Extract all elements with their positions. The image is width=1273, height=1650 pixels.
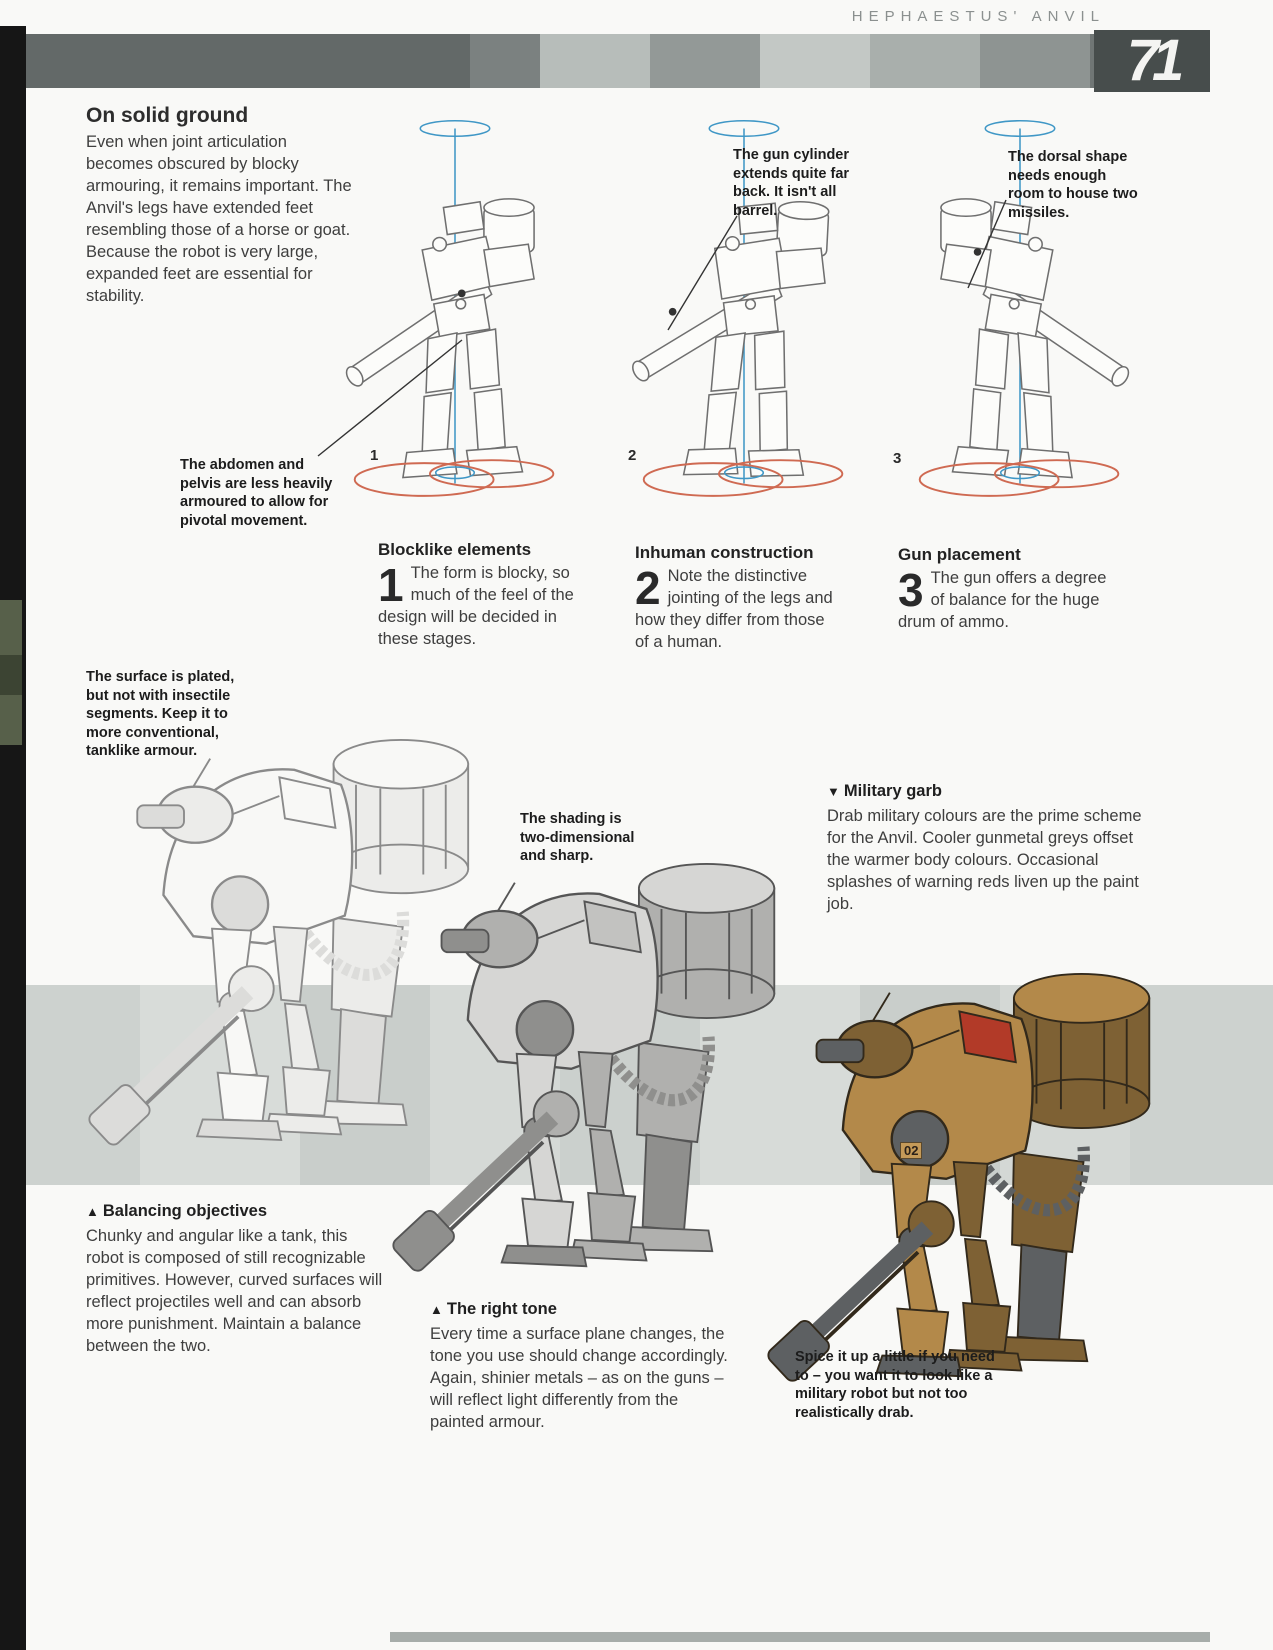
book-edge [0, 26, 26, 1650]
step-1-body: The form is blocky, so much of the feel … [378, 564, 574, 648]
step-1-numeral: 1 [378, 559, 404, 611]
band-segment [760, 34, 870, 88]
step-2: Inhuman construction 2 Note the distinct… [635, 543, 840, 654]
intro-section: On solid ground Even when joint articula… [86, 104, 358, 308]
mech-colored [710, 925, 1190, 1395]
step-3-numeral: 3 [898, 564, 924, 616]
callout-dot [668, 307, 677, 316]
step-3: Gun placement 3 The gun offers a degree … [898, 545, 1110, 634]
top-band [0, 34, 1210, 88]
section-military-garb: ▼Military garb Drab military colours are… [827, 782, 1142, 916]
callout-dot [973, 248, 982, 256]
callout-surface: The surface is plated, but not with inse… [86, 669, 235, 760]
step-2-numeral: 2 [635, 562, 661, 614]
callout-abdomen: The abdomen and pelvis are less heavily … [180, 457, 333, 529]
figure-label-3: 3 [893, 450, 902, 467]
band-segment [470, 34, 540, 88]
band-segment [980, 34, 1090, 88]
callout-shading: The shading is two-dimensional and sharp… [520, 811, 635, 865]
down-triangle-icon: ▼ [827, 784, 840, 799]
footer-bar [390, 1632, 1210, 1642]
band-segment [540, 34, 650, 88]
facing-page-fragment-shadow [0, 655, 22, 695]
right-tone-body: Every time a surface plane changes, the … [430, 1325, 728, 1431]
intro-body: Even when joint articulation becomes obs… [86, 133, 352, 305]
construction-sketch-3 [918, 120, 1165, 497]
step-1-title: Blocklike elements [378, 540, 532, 559]
intro-title: On solid ground [86, 104, 249, 127]
balancing-title: Balancing objectives [102, 1202, 268, 1220]
figure-label-2: 2 [628, 447, 637, 464]
band-segment [650, 34, 760, 88]
step-2-body: Note the distinctive jointing of the leg… [635, 567, 833, 651]
balancing-body: Chunky and angular like a tank, this rob… [86, 1227, 383, 1355]
military-garb-body: Drab military colours are the prime sche… [827, 807, 1142, 913]
callout-spice: Spice it up a little if you need to – yo… [795, 1349, 995, 1421]
page-number-box: 71 [1094, 30, 1210, 92]
figure-label-1: 1 [370, 447, 379, 464]
right-tone-title: The right tone [446, 1300, 557, 1318]
band-segment [0, 34, 470, 88]
up-triangle-icon: ▲ [86, 1204, 99, 1219]
band-segment [1130, 985, 1273, 1185]
page-number: 71 [1126, 28, 1184, 93]
military-garb-title: Military garb [843, 782, 942, 800]
callout-dorsal: The dorsal shape needs enough room to ho… [1008, 149, 1138, 221]
section-balancing: ▲Balancing objectives Chunky and angular… [86, 1202, 386, 1358]
running-head: HEPHAESTUS' ANVIL [851, 8, 1105, 25]
callout-dot [457, 289, 466, 298]
step-1: Blocklike elements 1 The form is blocky,… [378, 540, 583, 651]
step-3-title: Gun placement [898, 545, 1021, 564]
step-2-title: Inhuman construction [635, 543, 814, 562]
up-triangle-icon: ▲ [430, 1302, 443, 1317]
step-3-body: The gun offers a degree of balance for t… [898, 569, 1107, 631]
band-segment [870, 34, 980, 88]
band-segment [700, 985, 860, 1185]
callout-gun-cylinder: The gun cylinder extends quite far back.… [733, 147, 850, 219]
section-right-tone: ▲The right tone Every time a surface pla… [430, 1300, 732, 1434]
mech-number-marking: 02 [900, 1142, 923, 1159]
